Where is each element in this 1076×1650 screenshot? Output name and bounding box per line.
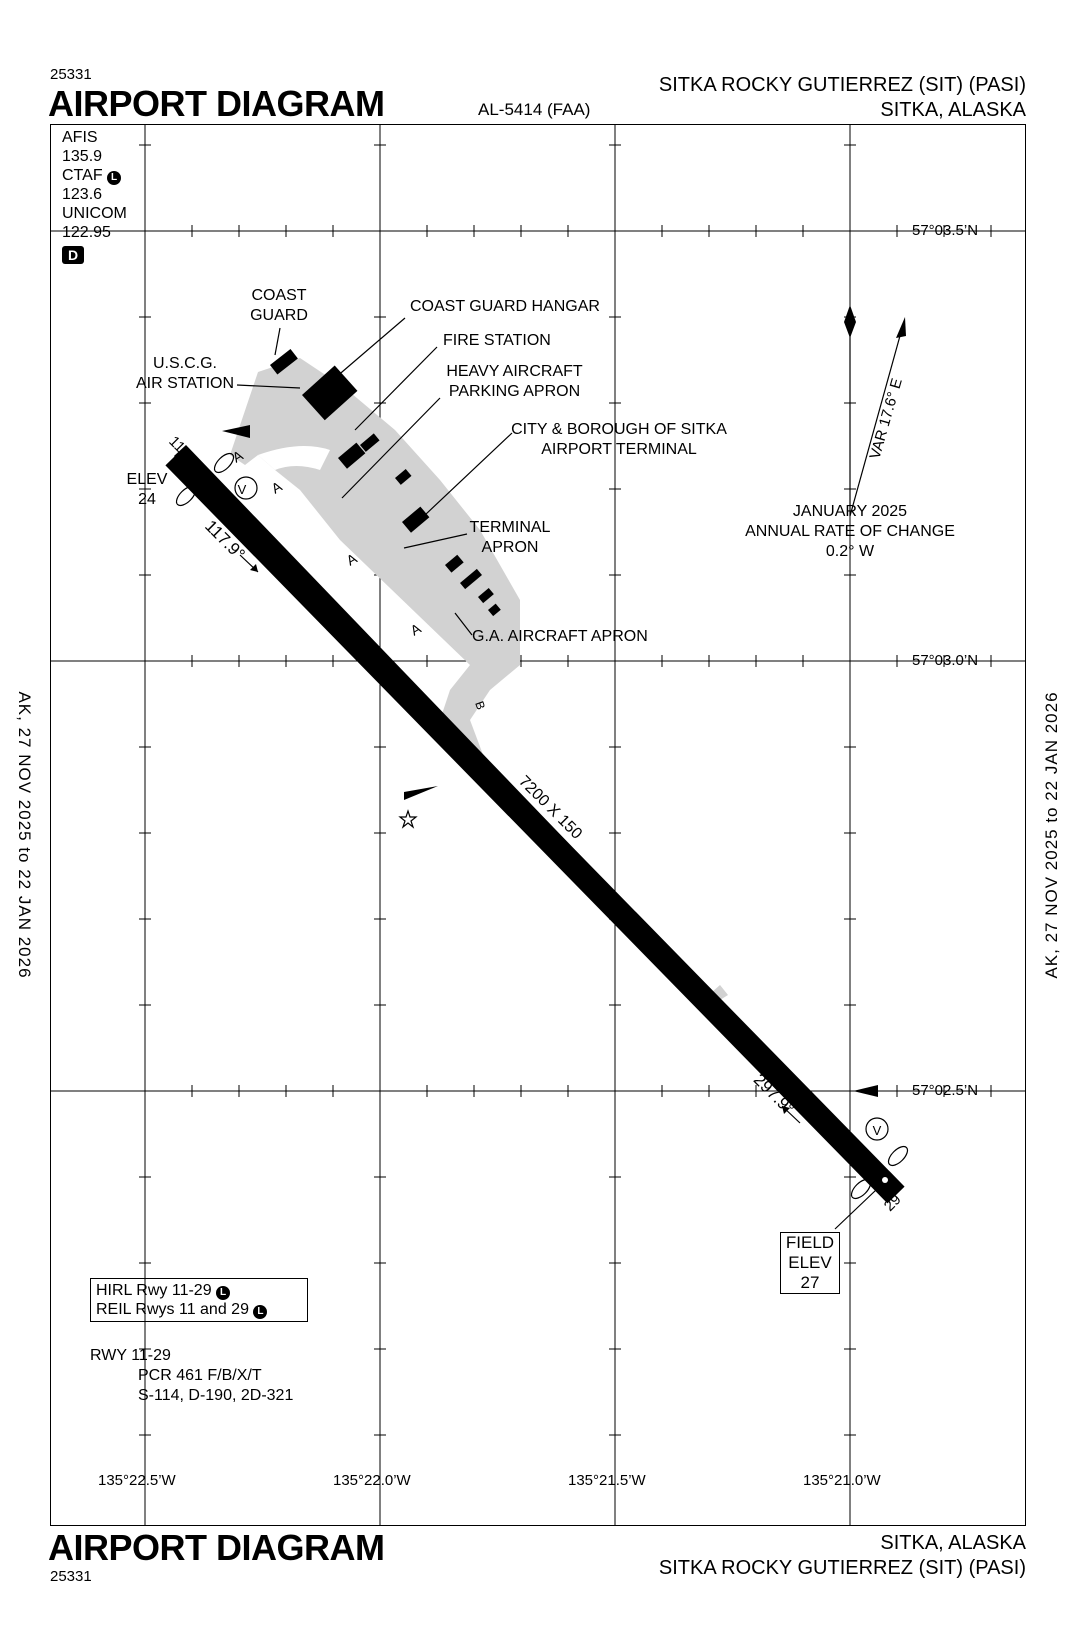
unicom-frequency: 122.95 [62,224,111,241]
windcone-icons [222,425,878,1097]
longitude-label-2: 135°22.0’W [333,1472,411,1489]
longitude-label-3: 135°21.5’W [568,1472,646,1489]
ga-hangar-2 [460,568,482,590]
afis-frequency: 135.9 [62,148,103,165]
leader-coast-guard [274,327,281,356]
leader-lines [236,317,877,1230]
vor-badge-north: V [238,482,247,497]
page-title-bottom: AIRPORT DIAGRAM [48,1527,385,1568]
chart-number-bottom: 25331 [50,1568,92,1585]
beacon-star-icon [398,809,418,829]
runway-body [165,448,905,1204]
procedure-id: AL-5414 (FAA) [478,100,591,119]
airport-name-bottom: SITKA ROCKY GUTIERREZ (SIT) (PASI) [658,1557,1026,1579]
fire-station-label: FIRE STATION [443,332,551,349]
field-elev-box: FIELD ELEV 27 [780,1232,840,1294]
airport-name-top: SITKA ROCKY GUTIERREZ (SIT) (PASI) [658,74,1026,96]
windcone-beacon-icon [404,786,438,800]
elev-left-label: ELEV 24 [126,471,168,508]
leader-field-elev [834,1189,877,1230]
latitude-label-3: 57°02.5’N [912,1082,979,1099]
true-north-icon [844,305,856,338]
unicom-label: UNICOM [62,205,127,222]
leader-cg-hangar [334,317,406,379]
heading-arrows [239,554,801,1124]
leader-terminal [424,432,513,516]
terminal-building [402,506,430,533]
taxiway-a-2: A [269,478,286,497]
ga-apron-label: G.A. AIRCRAFT APRON [472,628,648,645]
small-building-1 [360,433,380,452]
ga-hangar-3 [478,588,494,604]
ga-hangar-1 [445,554,464,573]
grid-ticks [139,144,992,1436]
north-arrows [844,305,906,517]
taxiway-a-4: A [408,620,425,639]
runway-data-block: RWY 11-29 PCR 461 F/B/X/T S-114, D-190, … [90,1346,293,1406]
heavy-apron-label: HEAVY AIRCRAFT PARKING APRON [446,363,583,400]
afis-label: AFIS [62,129,98,146]
leader-terminal-apron [403,533,468,549]
magnetic-north-icon [896,317,906,338]
lighting-badge: L [107,171,122,185]
buildings [270,348,501,617]
east-taxiway-stub [712,985,728,1000]
strength-value: S-114, D-190, 2D-321 [138,1387,294,1404]
ctaf-label: CTAF [62,167,103,184]
vor-checkpoint-icon-north [234,476,258,500]
hirl-text: HIRL Rwy 11-29 [96,1282,212,1299]
city-top: SITKA, ALASKA [880,99,1026,121]
leader-heavy-apron [341,397,441,499]
longitude-label-1: 135°22.5’W [98,1472,176,1489]
d-atis-badge: D [62,246,84,264]
longitude-label-4: 135°21.0’W [803,1472,881,1489]
windcone-icon [222,425,250,438]
chart-number-top: 25331 [50,66,92,83]
small-building-2 [395,469,412,485]
lighting-box: HIRL Rwy 11-29 L REIL Rwys 11 and 29 L [90,1278,308,1322]
ctaf-row: CTAF L [62,166,127,185]
ctaf-frequency: 123.6 [62,186,103,203]
page-title-top: AIRPORT DIAGRAM [48,83,385,124]
magnetic-info: JANUARY 2025 ANNUAL RATE OF CHANGE 0.2° … [745,503,955,560]
leader-uscg [236,384,301,389]
magnetic-north-line [849,324,904,517]
terminal-label: CITY & BOROUGH OF SITKA AIRPORT TERMINAL [511,421,727,458]
magnetic-variation: VAR 17.6° E [867,376,906,461]
coast-guard-building [270,348,298,375]
fire-station-building [338,442,366,469]
vor-badge-south: V [873,1123,882,1138]
coast-guard-label: COAST GUARD [250,287,308,324]
terminal-apron-label: TERMINAL APRON [469,519,551,556]
leader-ga-apron [454,612,473,636]
reil-text: REIL Rwys 11 and 29 [96,1301,249,1318]
runway-threshold-dot [882,1177,888,1183]
uscg-air-station-label: U.S.C.G. AIR STATION [135,355,235,392]
leader-fire-station [354,346,438,431]
pcr-value: PCR 461 F/B/X/T [138,1367,262,1384]
frequency-block: AFIS 135.9 CTAF L 123.6 UNICOM 122.95 D [62,128,127,265]
vor-checkpoint-icon-south [865,1117,889,1141]
reil-icons [175,452,909,1200]
ga-hangar-4 [488,603,501,617]
city-bottom: SITKA, ALASKA [880,1532,1026,1554]
coast-guard-hangar-building [302,365,358,421]
reil-badge: L [253,1305,268,1319]
coast-guard-hangar-label: COAST GUARD HANGAR [410,298,600,315]
grid-lines [50,124,1026,1526]
hirl-badge: L [216,1286,231,1300]
taxiway-gap [258,446,330,470]
diagram-frame [50,124,1026,1526]
latitude-label-2: 57°03.0’N [912,652,979,669]
rwy-label: RWY 11-29 [90,1347,171,1364]
latitude-label-1: 57°03.5’N [912,222,979,239]
windcone-icon-south [853,1085,878,1097]
